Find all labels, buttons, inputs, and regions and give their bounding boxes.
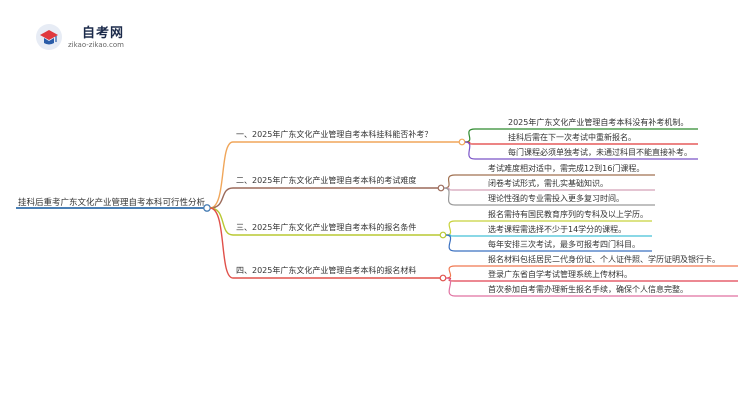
branch-1-node-dot [458, 138, 466, 146]
branch-2-leaf-1-curve [443, 174, 456, 189]
branch-4-label: 四、2025年广东文化产业管理自考本科的报名材料 [236, 266, 417, 275]
branch-2-label: 二、2025年广东文化产业管理自考本科的考试难度 [236, 176, 417, 185]
branch-3-leaf-3-curve [445, 234, 456, 252]
branch-4-curve [209, 207, 234, 279]
branch-3-node-dot [439, 231, 447, 239]
branch-3-label: 三、2025年广东文化产业管理自考本科的报名条件 [236, 223, 417, 232]
branch-2-curve [209, 187, 234, 209]
branch-3-leaf-1-curve [445, 220, 456, 236]
branch-1-label: 一、2025年广东文化产业管理自考本科挂科能否补考？ [236, 130, 433, 139]
branch-2-leaf-1: 考试难度相对适中，需完成12到16门课程。 [488, 164, 645, 173]
branch-3-leaf-3: 每年安排三次考试，最多可报考四门科目。 [488, 240, 640, 249]
branch-1-curve [209, 141, 234, 209]
branch-4-leaf-3-curve [445, 277, 456, 297]
branch-1-leaf-1: 2025年广东文化产业管理自考本科没有补考机制。 [508, 118, 689, 127]
branch-3-leaf-1: 报名需持有国民教育序列的专科及以上学历。 [488, 210, 648, 219]
branch-1-leaf-3: 每门课程必须单独考试，未通过科目不能直接补考。 [508, 148, 692, 157]
branch-1-leaf-1-curve [464, 128, 476, 143]
logo-url: zikao-zikao.com [68, 41, 124, 49]
branch-2-leaf-3-curve [443, 187, 456, 206]
branch-4-leaf-2: 登录广东省自学考试管理系统上传材料。 [488, 270, 632, 279]
logo-title: 自考网 [82, 26, 125, 41]
branch-4-leaf-3: 首次参加自考需办理新生报名手续，确保个人信息完整。 [488, 285, 688, 294]
site-logo[interactable]: 自考网 zikao-zikao.com [34, 20, 154, 54]
branch-4-leaf-1: 报名材料包括居民二代身份证、个人证件照、学历证明及银行卡。 [488, 255, 720, 264]
branch-2-node-dot [437, 184, 445, 192]
branch-2-leaf-2: 闭卷考试形式，需扎实基础知识。 [488, 179, 608, 188]
branch-4-node-dot [439, 274, 447, 282]
branch-1-leaf-2: 挂科后需在下一次考试中重新报名。 [508, 133, 636, 142]
branch-3-leaf-2: 选考课程需选择不少于14学分的课程。 [488, 225, 627, 234]
branch-2-leaf-3: 理论性强的专业需投入更多复习时间。 [488, 194, 624, 203]
branch-4-leaf-1-curve [445, 265, 456, 279]
graduation-cap-icon [36, 24, 62, 50]
root-node: 挂科后重考广东文化产业管理自考本科可行性分析 [18, 198, 206, 208]
branch-1-leaf-3-curve [464, 141, 476, 160]
